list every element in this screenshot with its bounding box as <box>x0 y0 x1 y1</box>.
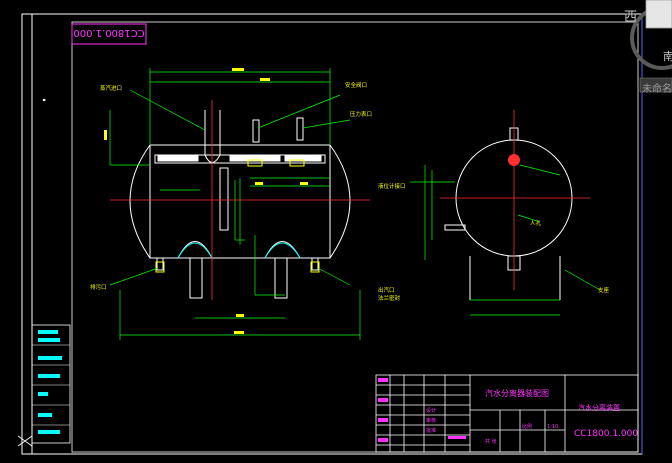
viewcube-face[interactable] <box>645 0 672 29</box>
rotated-title-text: CC1800.1.000 <box>73 27 144 38</box>
scale-value: 1:10 <box>547 424 558 430</box>
viewcube-south-label[interactable]: 南 <box>663 50 672 63</box>
label-pressure-gauge: 压力表口 <box>350 110 372 118</box>
title-block <box>375 374 639 453</box>
side-view-vessel <box>444 127 573 300</box>
label-level-gauge: 液位计接口 <box>378 182 406 190</box>
label-drain: 排污口 <box>90 283 107 291</box>
designer-label: 设计 <box>426 407 436 414</box>
approver-label: 批准 <box>426 427 436 434</box>
viewcube-badge <box>639 77 672 93</box>
drawing-name: 汽水分离器装配图 <box>485 388 549 398</box>
front-view-cyan-parts <box>177 242 301 259</box>
sheet-label: 共 张 <box>485 438 497 445</box>
viewcube-unnamed-label[interactable]: 未命名 <box>642 84 672 95</box>
front-view-yellow-parts <box>155 159 320 273</box>
front-view-dimension-text <box>104 68 308 334</box>
label-seal-flange: 法兰密封 <box>378 294 401 302</box>
ucs-icon <box>17 435 33 447</box>
cursor-marker: · <box>44 96 47 105</box>
part-label: 汽水分离装置 <box>578 403 620 412</box>
front-view-labels: 蒸汽进口 安全阀口 压力表口 排污口 出汽口 法兰密封 <box>90 81 401 302</box>
label-steam-outlet: 出汽口 <box>378 286 395 294</box>
label-safety-valve: 安全阀口 <box>345 81 367 89</box>
cursor-dot <box>42 98 46 102</box>
outer-frame <box>21 13 643 455</box>
drawing-area-frame <box>71 21 639 453</box>
checker-label: 审核 <box>426 417 436 424</box>
side-view-dimensions <box>410 164 601 316</box>
label-manhole: 人孔 <box>530 219 542 227</box>
viewcube-west-label[interactable]: 西 <box>624 10 638 25</box>
label-steam-inlet: 蒸汽进口 <box>100 84 122 92</box>
title-block-text: 汽水分离器装配图 汽水分离装置 CC1800.1.000 比例 1:10 共 张… <box>378 378 638 445</box>
drawing-number: CC1800.1.000 <box>574 429 638 439</box>
front-view-dimensions <box>109 68 361 340</box>
label-support: 支座 <box>598 286 610 294</box>
inner-frame <box>31 13 643 455</box>
viewcube[interactable] <box>630 0 672 93</box>
rotated-title-box <box>71 23 147 45</box>
left-revision-table <box>31 324 71 444</box>
side-view-labels: 液位计接口 支座 人孔 <box>378 182 610 294</box>
scale-label: 比例 <box>522 423 532 430</box>
front-view-vessel <box>129 110 351 299</box>
